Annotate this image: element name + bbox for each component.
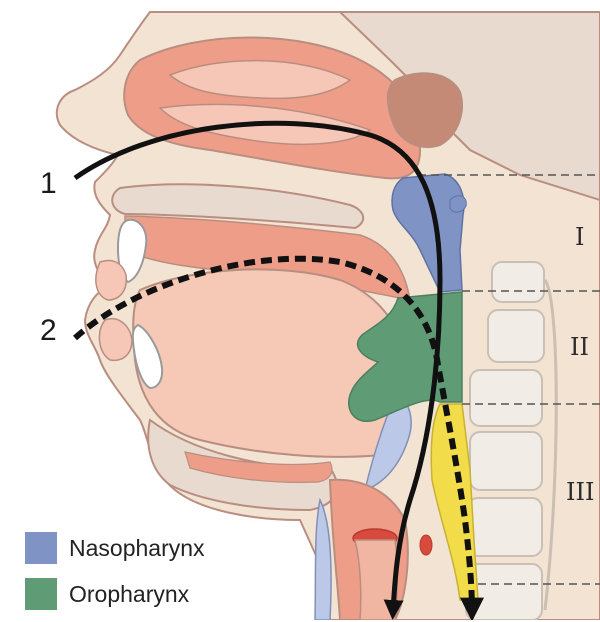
region-label-III: III (566, 478, 594, 506)
legend-swatch-oropharynx (25, 578, 57, 610)
region-label-II: II (570, 333, 589, 361)
path-label-1: 1 (40, 167, 57, 200)
thyroid-mark (420, 535, 432, 555)
legend-item-nasopharynx: Nasopharynx (25, 530, 205, 566)
legend: Nasopharynx Oropharynx (25, 530, 205, 622)
legend-swatch-nasopharynx (25, 532, 57, 564)
legend-item-oropharynx: Oropharynx (25, 576, 205, 612)
path-label-2: 2 (40, 314, 57, 347)
legend-label-oropharynx: Oropharynx (69, 581, 189, 608)
region-label-I: I (575, 223, 584, 251)
upper-lip (96, 261, 126, 300)
tongue (133, 269, 408, 456)
legend-label-nasopharynx: Nasopharynx (69, 535, 205, 562)
tubal-torus (450, 196, 466, 213)
